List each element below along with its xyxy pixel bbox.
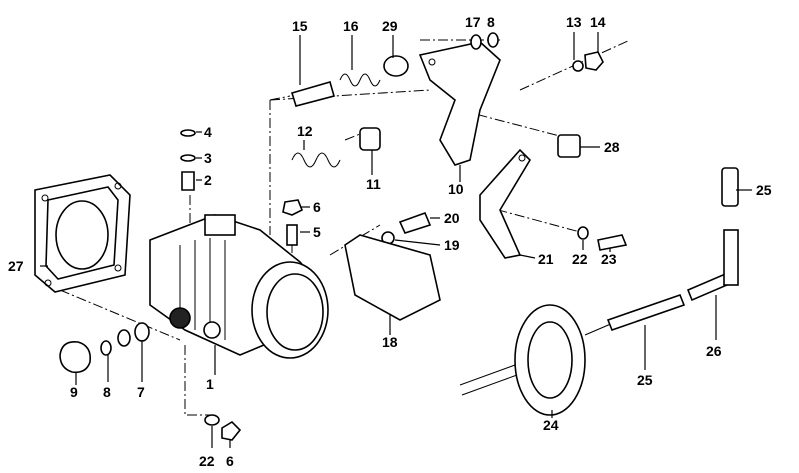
throttle-housing — [149, 214, 329, 359]
vacuum-hoses — [606, 167, 739, 332]
callout-6-lower: 6 — [226, 453, 234, 469]
callout-10: 10 — [448, 181, 464, 197]
callout-17: 17 — [465, 14, 481, 30]
callout-8-lower: 8 — [103, 384, 111, 400]
callout-26: 26 — [706, 343, 722, 359]
callout-25-lower: 25 — [637, 372, 653, 388]
callout-3: 3 — [204, 150, 212, 166]
callout-21: 21 — [538, 251, 554, 267]
leader-lines — [40, 32, 752, 448]
callout-6-upper: 6 — [313, 199, 321, 215]
adjusting-screw-stack — [180, 129, 196, 191]
callout-11: 11 — [366, 176, 381, 192]
callout-20: 20 — [444, 210, 460, 226]
callout-7: 7 — [137, 384, 145, 400]
callout-25-upper: 25 — [756, 182, 772, 198]
bottom-washer-nut — [204, 414, 242, 441]
callout-22-right: 22 — [572, 251, 588, 267]
callout-18: 18 — [382, 334, 398, 350]
cap-and-washers — [59, 322, 150, 374]
clip — [557, 134, 581, 158]
callout-8-upper: 8 — [487, 14, 495, 30]
callout-27: 27 — [8, 258, 24, 274]
callout-13: 13 — [566, 14, 582, 30]
callout-24: 24 — [543, 417, 559, 433]
callout-16: 16 — [343, 18, 359, 34]
callout-15: 15 — [292, 18, 308, 34]
callout-numbers: 1 2 3 4 5 6 6 7 8 8 9 10 11 12 13 14 15 … — [8, 14, 772, 469]
callout-28: 28 — [604, 139, 620, 155]
springs-and-sleeves — [290, 55, 409, 168]
lever — [479, 148, 532, 259]
gasket — [34, 174, 131, 293]
bolts-and-washers — [381, 211, 628, 251]
callout-22-bottom: 22 — [199, 453, 215, 469]
callout-19: 19 — [444, 237, 460, 253]
callout-12: 12 — [297, 123, 313, 139]
callout-5: 5 — [313, 224, 321, 240]
callout-29: 29 — [382, 18, 398, 34]
lever-bracket — [418, 41, 501, 166]
callout-9: 9 — [70, 384, 78, 400]
callout-2: 2 — [204, 172, 212, 188]
callout-23: 23 — [601, 251, 617, 267]
vacuum-unit — [459, 304, 621, 416]
top-fasteners — [470, 32, 604, 72]
callout-4: 4 — [204, 124, 212, 140]
callout-1: 1 — [206, 376, 214, 392]
mounting-bracket — [344, 234, 441, 321]
nut-and-screw — [282, 199, 304, 246]
callout-14: 14 — [590, 14, 606, 30]
